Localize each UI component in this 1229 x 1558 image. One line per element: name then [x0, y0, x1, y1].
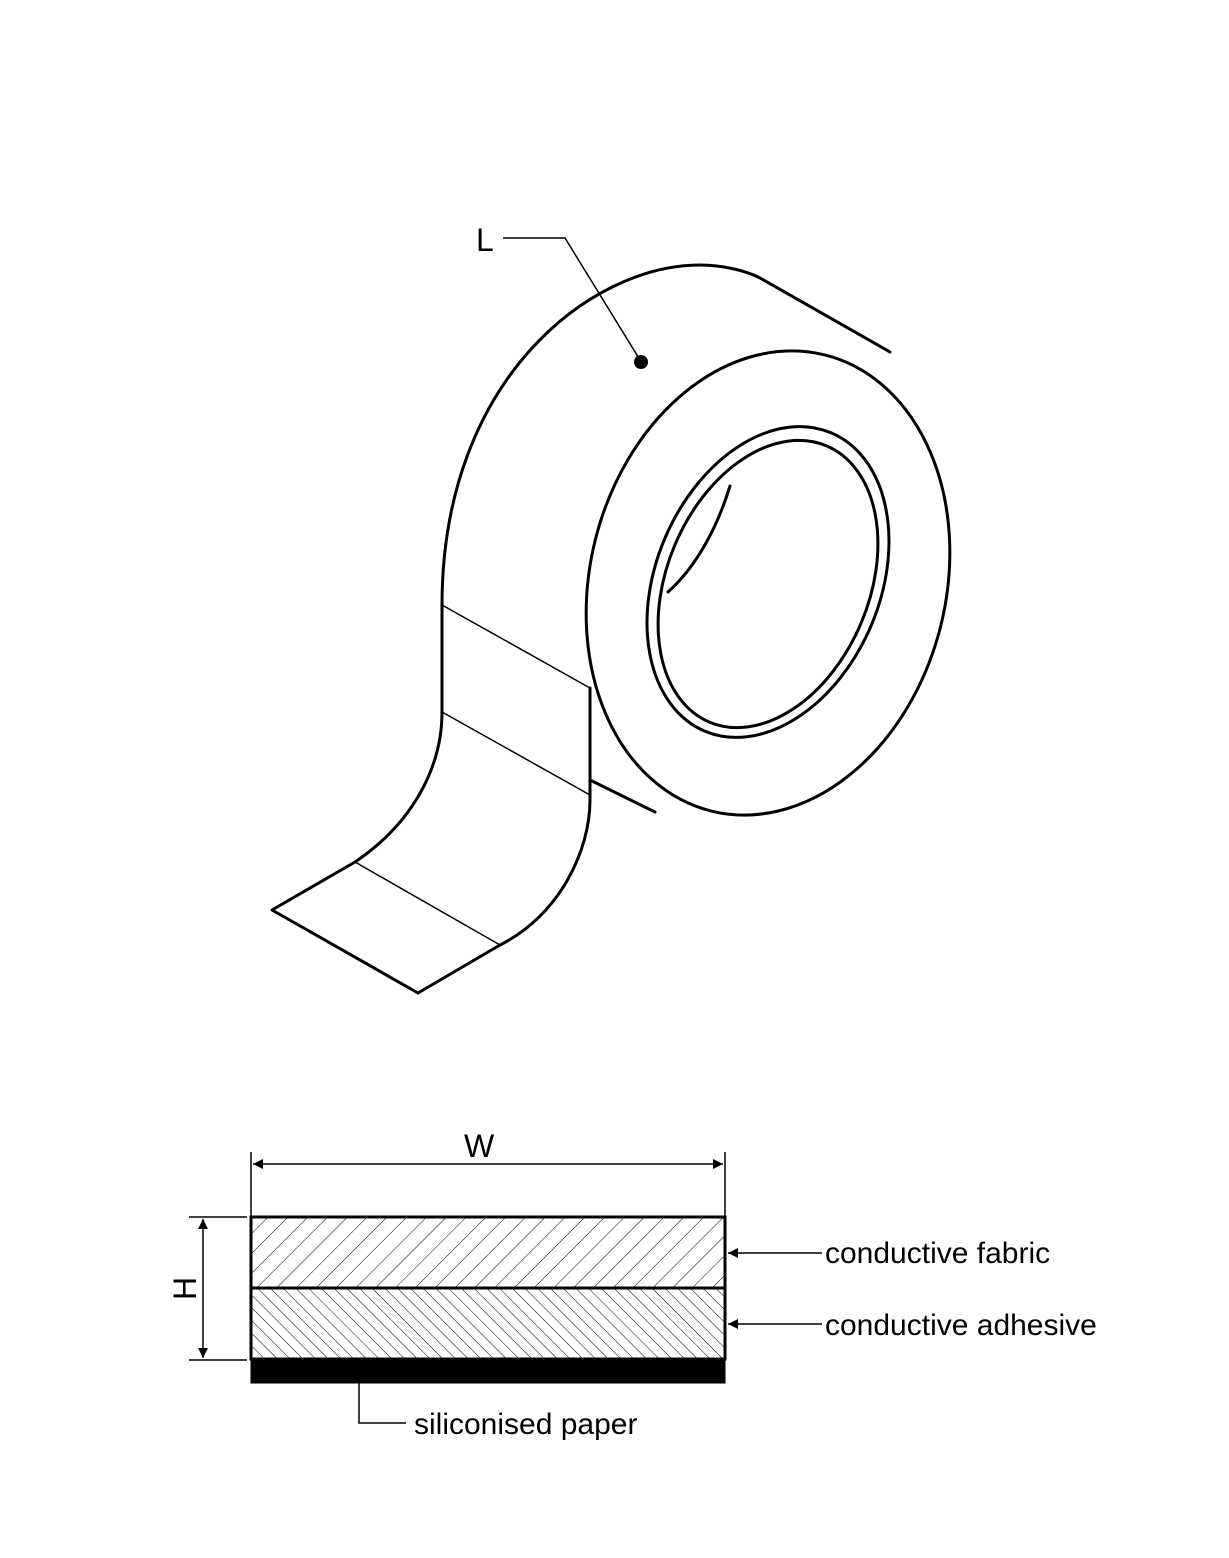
paper-callout-label: siliconised paper	[414, 1408, 637, 1441]
paper-callout-leader	[358, 1383, 406, 1424]
layer-conductive-adhesive	[249, 1286, 727, 1361]
tape-strip-line-3	[354, 861, 501, 946]
layer-siliconised-paper	[250, 1358, 726, 1384]
tape-strip-line-2	[441, 711, 591, 796]
roll-core-back-edge	[666, 484, 732, 594]
height-label: H	[167, 1277, 203, 1300]
tape-strip-right-edge	[416, 686, 592, 995]
width-label: W	[464, 1128, 495, 1164]
tape-cross-section: W H conductive fabric conductive adhesiv…	[167, 1128, 1097, 1441]
adhesive-callout-label: conductive adhesive	[825, 1309, 1097, 1342]
roll-back-outline	[440, 263, 892, 607]
roll-core-outer	[645, 425, 891, 739]
length-leader-line	[503, 237, 641, 361]
tape-strip-line-1	[441, 604, 591, 689]
roll-core-inner	[656, 438, 880, 730]
tape-roll-illustration: L	[270, 222, 952, 995]
roll-front-face	[584, 349, 952, 817]
roll-bottom-edge	[588, 778, 657, 814]
tape-strip-left-edge	[270, 603, 444, 995]
fabric-callout-label: conductive fabric	[825, 1237, 1050, 1270]
length-leader-dot	[634, 355, 648, 369]
layer-conductive-fabric	[249, 1215, 727, 1290]
length-label: L	[476, 222, 494, 258]
